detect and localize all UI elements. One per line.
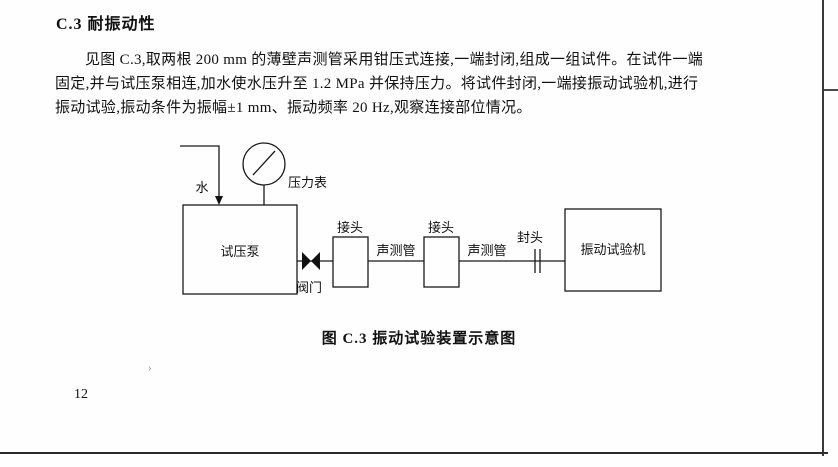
scan-artifact: › xyxy=(148,362,152,374)
paragraph-line: 固定,并与试压泵相连,加水使水压升至 1.2 MPa 并保持压力。将试件封闭,一… xyxy=(55,76,699,92)
diagram-svg: 水 压力表 试压泵 阀门 接头 声测管 接头 声测 xyxy=(180,142,662,295)
joint2-label: 接头 xyxy=(428,220,454,235)
scan-edge-right xyxy=(822,0,824,456)
page-number: 12 xyxy=(74,387,88,402)
pump-box xyxy=(182,204,298,295)
water-label: 水 xyxy=(195,180,208,195)
figure-caption: 图 C.3 振动试验装置示意图 xyxy=(321,331,517,347)
joint-box xyxy=(423,236,460,288)
paragraph-line: 振动试验,振动条件为振幅±1 mm、振动频率 20 Hz,观察连接部位情况。 xyxy=(55,100,532,116)
water-inlet-pipe xyxy=(180,145,220,199)
joint-box xyxy=(332,236,369,288)
scan-edge-tick xyxy=(824,89,838,91)
machine-label: 振动试验机 xyxy=(580,242,645,257)
body-paragraph: 见图 C.3,取两根 200 mm 的薄壁声测管采用钳压式连接,一端封闭,组成一… xyxy=(55,48,793,120)
sounding-pipe1-label: 声测管 xyxy=(376,243,415,258)
valve-icon xyxy=(302,252,311,270)
valve-icon xyxy=(311,252,320,270)
pressure-gauge-label: 压力表 xyxy=(288,175,327,190)
machine-box xyxy=(564,208,662,292)
sounding-pipe2-label: 声测管 xyxy=(467,243,506,258)
paragraph-line: 见图 C.3,取两根 200 mm 的薄壁声测管采用钳压式连接,一端封闭,组成一… xyxy=(85,52,704,68)
pressure-gauge-icon xyxy=(242,142,286,186)
vibration-test-diagram: 水 压力表 试压泵 阀门 接头 声测管 接头 声测 xyxy=(130,135,690,320)
scan-edge-bottom xyxy=(0,452,828,454)
end-cap-label: 封头 xyxy=(517,230,543,245)
joint1-label: 接头 xyxy=(337,220,363,235)
water-arrow-icon xyxy=(215,196,223,205)
section-heading: C.3 耐振动性 xyxy=(56,16,156,33)
gauge-needle-icon xyxy=(252,150,276,176)
valve-label: 阀门 xyxy=(296,280,322,295)
pump-label: 试压泵 xyxy=(220,244,259,259)
